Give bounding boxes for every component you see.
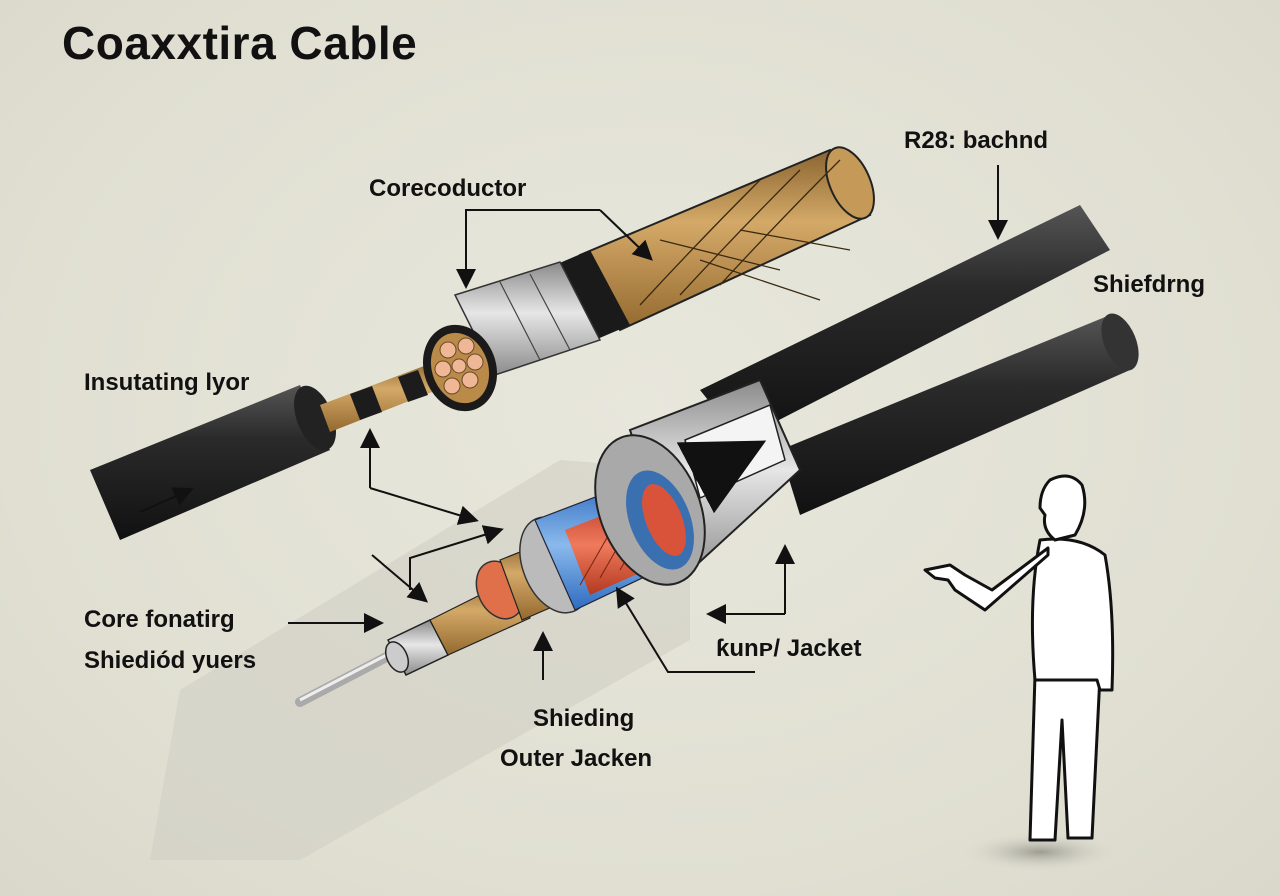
- label-shielding-right: Shiefdrng: [1093, 271, 1205, 298]
- leader-lines: [288, 165, 1008, 680]
- insulating-layer-cable: [90, 360, 450, 540]
- label-shielding-bottom: Shieding: [533, 705, 635, 732]
- pointing-person-figure: [923, 474, 1120, 872]
- label-core-conductor: Corecoductor: [369, 175, 527, 202]
- core-conductor-assembly: [422, 146, 875, 412]
- lower-cutaway-cable: [295, 378, 802, 707]
- label-core-floating: Core fonatirg: [84, 606, 235, 633]
- label-outer-jacket: Outer Jacken: [500, 745, 653, 772]
- outer-black-cables: [700, 205, 1139, 515]
- label-r28-backend: R28: bachnd: [904, 127, 1049, 154]
- label-jacket: ƙunᴘ/ Jacket: [716, 635, 862, 662]
- diagram-title: Coaxxtira Cable: [62, 17, 418, 69]
- label-insulating-layer: Insutating lyor: [84, 369, 250, 396]
- label-shielded-layers: Shiediód yuers: [84, 647, 257, 674]
